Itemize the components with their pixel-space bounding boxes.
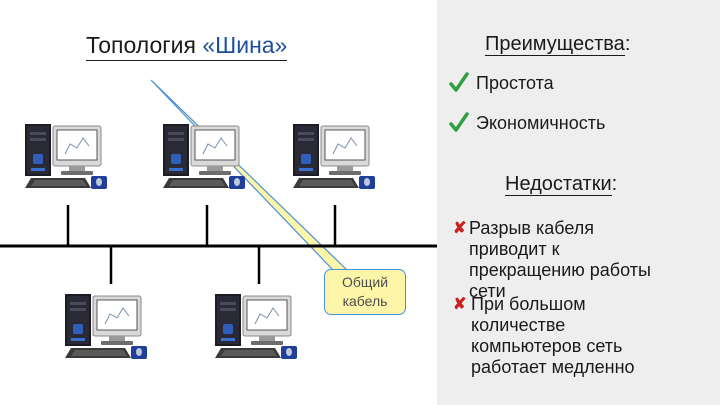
callout-line: Общий <box>341 274 389 290</box>
disadvantage-item: При большом количестве компьютеров сеть … <box>471 294 635 378</box>
callout-line: кабель <box>342 293 388 309</box>
summary-panel <box>437 0 720 405</box>
title-quoted: «Шина» <box>202 32 288 58</box>
disadvantage-line: количестве <box>471 315 566 335</box>
disadvantage-line: При большом <box>471 294 586 314</box>
disadvantage-line: сети <box>469 281 506 301</box>
shared-cable-callout: Общий кабель <box>324 269 406 315</box>
advantages-heading-text: Преимущества <box>485 33 625 56</box>
computer-icon <box>24 123 108 190</box>
disadvantage-line: компьютеров сеть <box>471 336 623 356</box>
disadvantages-heading: Недостатки: <box>505 172 617 196</box>
disadvantage-line: работает медленно <box>471 357 635 377</box>
computer-icon <box>64 293 148 360</box>
advantage-item: Простота <box>476 73 554 93</box>
disadvantage-line: приводит к <box>469 239 560 259</box>
advantages-colon: : <box>624 33 631 55</box>
check-icon <box>449 112 469 132</box>
computer-icon <box>162 123 246 190</box>
x-icon: ✘ <box>453 220 467 237</box>
disadvantages-heading-text: Недостатки <box>505 173 612 196</box>
disadvantage-line: прекращению работы <box>469 260 651 280</box>
advantages-heading: Преимущества: <box>485 32 630 56</box>
disadvantage-item: Разрыв кабеля приводит к прекращению раб… <box>469 218 651 302</box>
x-icon: ✘ <box>453 296 467 313</box>
disadvantages-colon: : <box>611 173 618 195</box>
computer-icon <box>292 123 376 190</box>
title-text: Топология <box>86 32 196 58</box>
page-title: Топология «Шина» <box>86 30 288 61</box>
advantage-item: Экономичность <box>476 113 606 133</box>
computer-icon <box>214 293 298 360</box>
disadvantage-line: Разрыв кабеля <box>469 218 595 238</box>
check-icon <box>449 72 469 92</box>
